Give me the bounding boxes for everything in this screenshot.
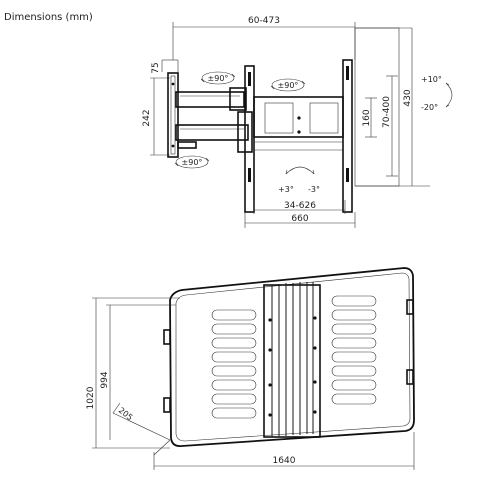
dim-plate-height-line: [365, 97, 377, 138]
package-left-slots: [211, 309, 257, 419]
tilt-arc-icon: [445, 82, 453, 108]
dim-arm-height-label: 242: [142, 109, 152, 126]
dim-width-label: 1640: [273, 456, 296, 466]
dim-total-width-label: 660: [291, 214, 308, 224]
dim-left-depth-label: 75: [151, 62, 161, 73]
dim-width-range-label: 60-473: [248, 16, 280, 26]
upper-arm: [175, 87, 247, 111]
package-right-slots: [331, 295, 377, 405]
swivel-bottom-label: ±90°: [182, 158, 203, 167]
dim-vesa-horizontal-label: 34-626: [284, 201, 316, 211]
wall-plate: [167, 72, 179, 158]
package-handles: [163, 299, 414, 413]
dim-depth-line: [112, 402, 171, 456]
tilt-up-label: +10°: [421, 75, 442, 84]
level-minus-label: -3°: [308, 185, 320, 194]
tv-outline: [354, 27, 430, 187]
drawing-title: Dimensions (mm): [4, 12, 93, 23]
swivel-right-top-icon: [270, 78, 306, 92]
swivel-bottom-icon: [174, 155, 210, 169]
dim-height-outer-line: [92, 297, 180, 449]
package-center-strips: [263, 282, 321, 438]
dim-plate-height-label: 160: [362, 109, 372, 126]
dim-vesa-vertical-line: [386, 75, 398, 177]
dim-height-outer-label: 1020: [86, 386, 96, 409]
packaging-view: 1020 994 205 1640: [86, 267, 415, 470]
level-arc-icon: [285, 166, 315, 175]
mount-view: 60-473 75 242: [142, 16, 453, 228]
dim-height-inner-label: 994: [100, 371, 110, 388]
dim-width-line: [153, 432, 415, 470]
dim-width-range-line: [172, 22, 356, 60]
dim-depth-label: 205: [117, 406, 135, 423]
swivel-right-top-label: ±90°: [278, 81, 299, 90]
dim-height-inner-line: [106, 304, 176, 440]
dim-vesa-horizontal-line: [253, 200, 346, 214]
tilt-down-label: -20°: [421, 103, 438, 112]
tv-bracket: [244, 59, 353, 213]
package-box: [169, 267, 415, 447]
level-plus-label: +3°: [278, 185, 294, 194]
lower-arm: [175, 111, 253, 153]
dim-total-width-line: [244, 212, 356, 228]
dim-left-depth-line: [161, 59, 179, 72]
dim-total-height-label: 430: [403, 89, 413, 106]
swivel-left-top-icon: [200, 71, 236, 85]
swivel-left-top-label: ±90°: [208, 74, 229, 83]
dim-arm-height-line: [150, 77, 170, 156]
dim-vesa-vertical-label: 70-400: [382, 96, 392, 128]
